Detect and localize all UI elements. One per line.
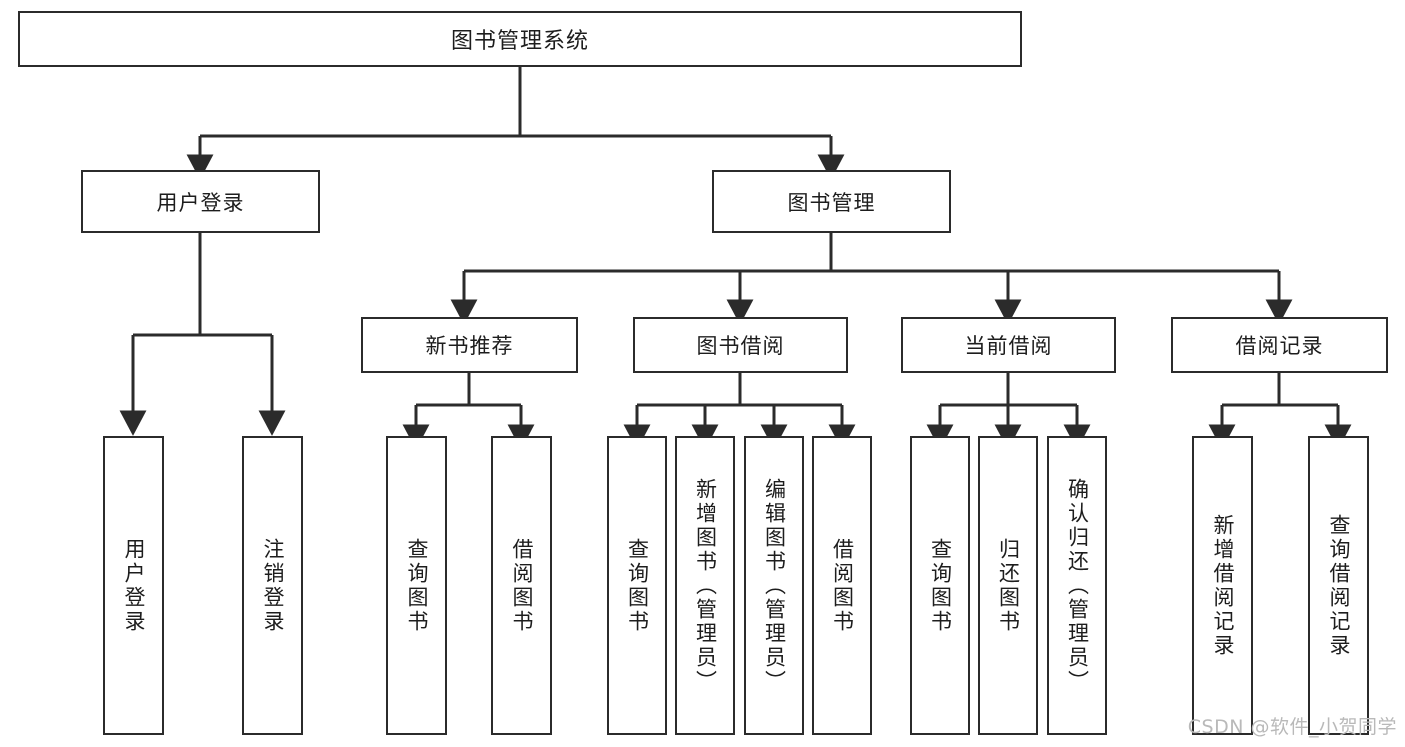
node-current-borrow[interactable]: 当前借阅 [901,317,1116,373]
leaf-borrow-book-1-label: 借阅图书 [509,537,534,634]
leaf-borrow-book-2[interactable]: 借阅图书 [812,436,872,735]
leaf-query-book-3[interactable]: 查询图书 [910,436,970,735]
leaf-return-book[interactable]: 归还图书 [978,436,1038,735]
node-new-book-recommend-label: 新书推荐 [425,334,514,358]
leaf-edit-book-label: 编辑图书（管理员） [762,477,787,694]
node-book-manage-label: 图书管理 [787,190,876,215]
leaf-query-book-1[interactable]: 查询图书 [386,436,447,735]
node-book-borrow-label: 图书借阅 [696,334,785,358]
leaf-confirm-return[interactable]: 确认归还（管理员） [1047,436,1107,735]
node-borrow-record-label: 借阅记录 [1235,334,1324,358]
node-user-login-label: 用户登录 [156,190,245,215]
leaf-query-book-3-label: 查询图书 [928,537,953,634]
leaf-logout-label: 注销登录 [260,537,285,634]
leaf-query-record-label: 查询借阅记录 [1326,513,1351,658]
node-root-label: 图书管理系统 [450,29,589,54]
watermark: CSDN @软件_小贺同学 [1187,716,1397,738]
node-book-manage[interactable]: 图书管理 [712,170,951,233]
node-user-login[interactable]: 用户登录 [81,170,320,233]
leaf-borrow-book-1[interactable]: 借阅图书 [491,436,552,735]
node-new-book-recommend[interactable]: 新书推荐 [361,317,578,373]
leaf-add-record-label: 新增借阅记录 [1210,513,1235,658]
leaf-query-book-1-label: 查询图书 [404,537,429,634]
leaf-user-login-label: 用户登录 [121,537,146,634]
leaf-logout[interactable]: 注销登录 [242,436,303,735]
leaf-query-book-2[interactable]: 查询图书 [607,436,667,735]
node-borrow-record[interactable]: 借阅记录 [1171,317,1388,373]
leaf-query-record[interactable]: 查询借阅记录 [1308,436,1369,735]
leaf-add-record[interactable]: 新增借阅记录 [1192,436,1253,735]
leaf-borrow-book-2-label: 借阅图书 [830,537,855,634]
leaf-confirm-return-label: 确认归还（管理员） [1065,477,1090,694]
leaf-add-book[interactable]: 新增图书（管理员） [675,436,735,735]
leaf-return-book-label: 归还图书 [996,537,1021,634]
leaf-add-book-label: 新增图书（管理员） [693,477,718,694]
leaf-edit-book[interactable]: 编辑图书（管理员） [744,436,804,735]
node-book-borrow[interactable]: 图书借阅 [633,317,848,373]
leaf-user-login[interactable]: 用户登录 [103,436,164,735]
leaf-query-book-2-label: 查询图书 [625,537,650,634]
node-root[interactable]: 图书管理系统 [18,11,1022,67]
node-current-borrow-label: 当前借阅 [964,334,1053,358]
